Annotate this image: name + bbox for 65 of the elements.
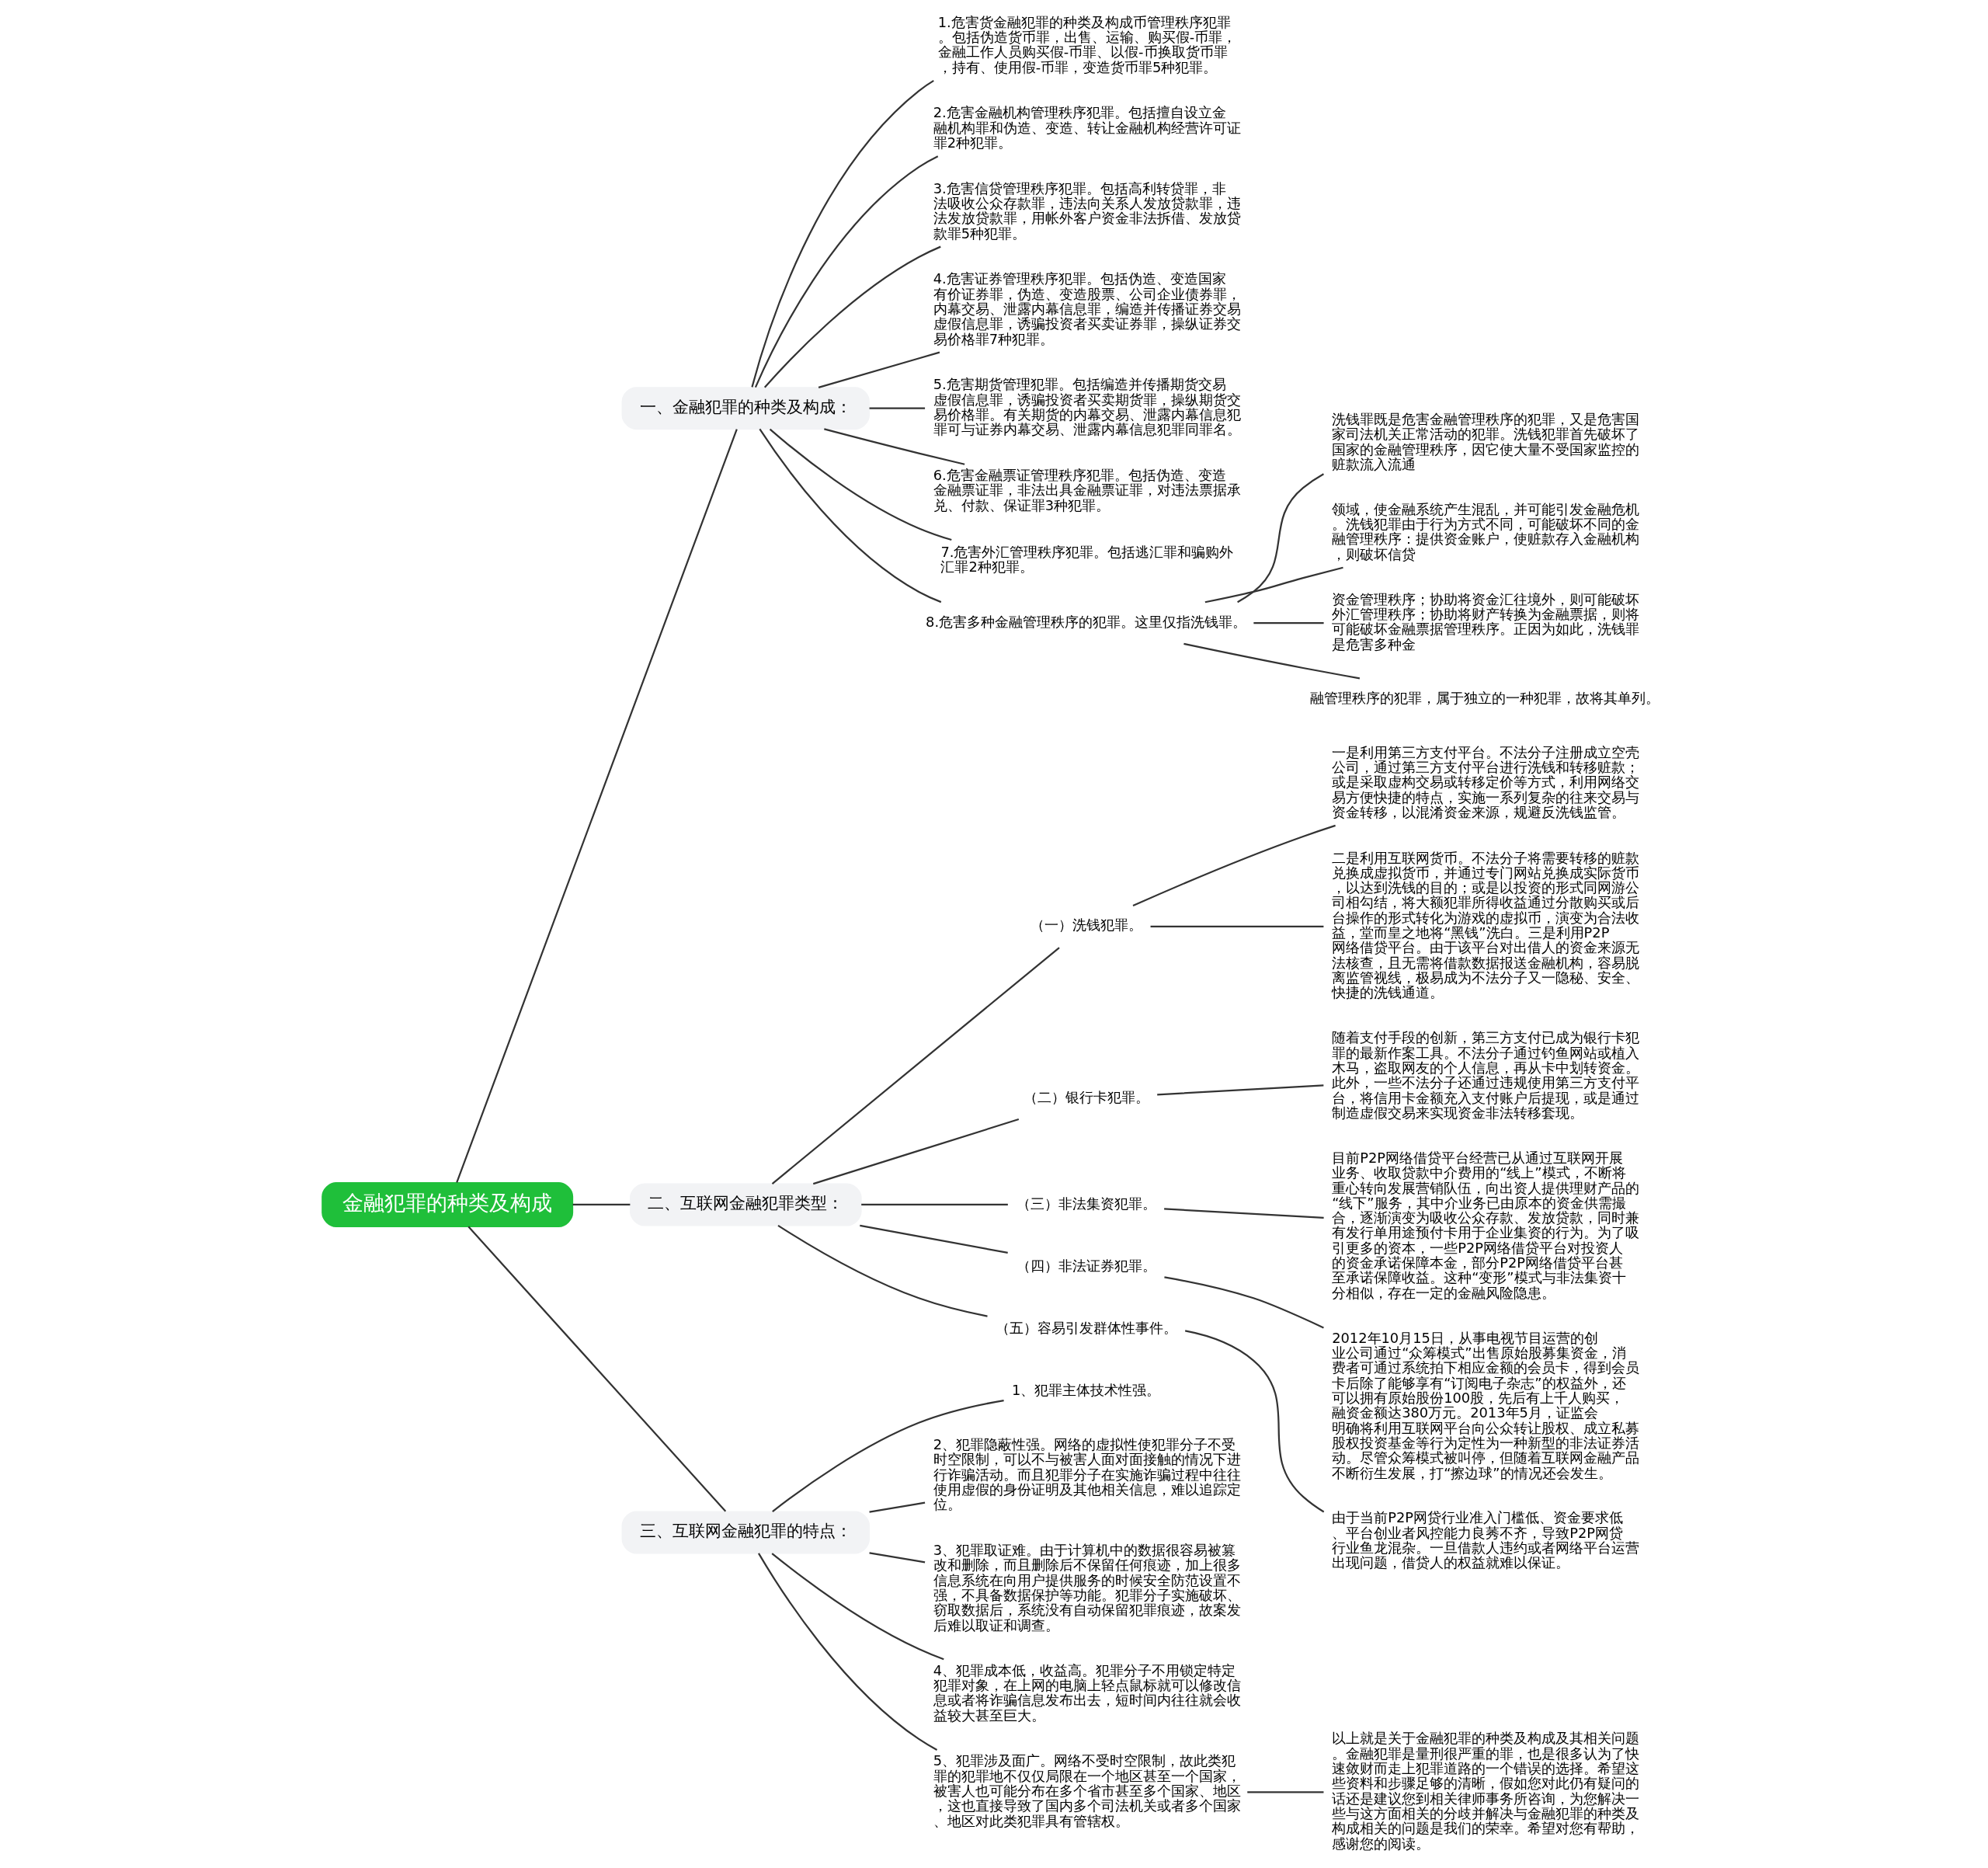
connector — [859, 1224, 1008, 1254]
node-text: 融管理秩序的犯罪，属于独立的一种犯罪，故将其单列。 — [1309, 689, 1660, 706]
connector — [763, 245, 941, 388]
connector — [771, 1553, 944, 1661]
connector — [818, 351, 940, 388]
node-text: 以上就是关于金融犯罪的种类及构成及其相关问题。金融犯罪是量刑很严重的罪，也是很多认为了快速敛财而走上犯罪道路的一个错误的选择。希望这些资料和步骤足够的清晰，假如您对此仍有疑问的话还是建议您到相关律师事务所咨询，为您解决一些与这方面相关的分歧并解决与金融犯罪的种类及构成相关的问题是我们的荣幸。希望对您有帮助，感谢您的阅读。 — [1331, 1730, 1639, 1852]
connector — [1253, 621, 1324, 624]
node-text: 4.危害证券管理秩序犯罪。包括伪造、变造国家有价证券罪，伪造、变造股票、公司企业债券罪，内幕交易、泄露内幕信息罪，编造并传播证券交易虚假信息罪，诱骗投资者买卖证券罪，操纵证券交易价格罪7种犯罪。 — [933, 270, 1241, 347]
node-text: （三）非法集资犯罪。 — [1016, 1195, 1156, 1212]
connector — [769, 428, 952, 541]
node-text: 1.危害货金融犯罪的种类及构成币管理秩序犯罪。包括伪造货币罪，出售、运输、购买假-币罪，金融工作人员购买假-币罪、以假-币换取货币罪，持有、使用假-币罪，变造货币罪5种犯罪。 — [937, 13, 1236, 75]
node-box: 一、金融犯罪的种类及构成： — [621, 387, 870, 430]
node-text: （二）银行卡犯罪。 — [1023, 1088, 1149, 1105]
node-text: 1、犯罪主体技术性强。 — [1011, 1382, 1160, 1399]
connector — [750, 79, 934, 388]
node-text: 7.危害外汇管理秩序犯罪。包括逃汇罪和骗购外汇罪2种犯罪。 — [940, 543, 1233, 576]
node-text: 5.危害期货管理犯罪。包括编造并传播期货交易虚假信息罪，诱骗投资者买卖期货罪，操纵期货交易价格罪。有关期货的内幕交易、泄露内幕信息犯罪可与证券内幕交易、泄露内幕信息犯罪同罪名。 — [933, 376, 1241, 438]
connector — [1156, 1084, 1323, 1096]
node-box: 金融犯罪的种类及构成 — [321, 1181, 573, 1227]
connector — [1163, 1276, 1324, 1329]
connector — [771, 947, 1060, 1184]
node-text: 由于当前P2P网贷行业准入门槛低、资金要求低、平台创业者风控能力良莠不齐，导致P2P网贷行业鱼龙混杂。一旦借款人违约或者网络平台运营出现问题，借贷人的权益就难以保证。 — [1331, 1509, 1639, 1571]
connector — [1246, 1791, 1323, 1793]
connector — [1183, 642, 1360, 680]
connector — [869, 407, 925, 409]
node-text: 5、犯罪涉及面广。网络不受时空限制，故此类犯罪的犯罪地不仅仅局限在一个地区甚至一个国家，被害人也可能分布在多个省市甚至多个国家、地区，这也直接导致了国内多个司法机关或者多个国家、地区对此类犯罪具有管辖权。 — [933, 1752, 1241, 1829]
node-text: （一）洗钱犯罪。 — [1030, 917, 1142, 934]
connector — [1236, 473, 1324, 604]
node-text: 随着支付手段的创新，第三方支付已成为银行卡犯罪的最新作案工具。不法分子通过钓鱼网站或植入木马，盗取网友的个人信息，再从卡中划转资金。此外，一些不法分子还通过违规使用第三方支付平台，将信用卡金额充入支付账户后提现，或是通过制造虚假交易来实现资金非法转移套现。 — [1331, 1029, 1639, 1121]
connector — [771, 1400, 1004, 1512]
connector — [758, 428, 941, 604]
connector — [455, 429, 738, 1183]
connector — [754, 155, 938, 388]
node-text: 领域，使金融系统产生混乱，并可能引发金融危机。洗钱犯罪由于行为方式不同，可能破坏不同的金融管理秩序：提供资金账户，使赃款存入金融机构，则破坏信贷 — [1331, 500, 1639, 562]
node-text: 洗钱罪既是危害金融管理秩序的犯罪，又是危害国家司法机关正常活动的犯罪。洗钱犯罪首先破坏了国家的金融管理秩序，因它使大量不受国家监控的赃款流入流通 — [1331, 410, 1639, 472]
node-box: 三、互联网金融犯罪的特点： — [621, 1511, 870, 1554]
node-text: 2、犯罪隐蔽性强。网络的虚拟性使犯罪分子不受时空限制，可以不与被害人面对面接触的情况下进行诈骗活动。而且犯罪分子在实施诈骗过程中往往使用虚假的身份证明及其他相关信息，难以追踪定位。 — [933, 1436, 1241, 1513]
connector — [757, 1553, 937, 1751]
connector — [1150, 925, 1323, 927]
connector — [1132, 824, 1336, 907]
node-text: 目前P2P网络借贷平台经营已从通过互联网开展业务、收取贷款中介费用的“线上”模式，不断将重心转向发展营销队伍，向出资人提供理财产品的“线下”服务，其中介业务已由原本的资金供需撮合，逐渐演变为吸收公众存款、发放贷款，同时兼有发行单用途预付卡用于企业集资的行为。为了吸引更多的资本，一些P2P网络借贷平台对投资人的资金承诺保障本金，部分P2P网络借贷平台甚至承诺保障收益。这种“变形”模式与非法集资十分相似，存在一定的金融风险隐患。 — [1331, 1149, 1639, 1301]
node-text: 2.危害金融机构管理秩序犯罪。包括擅自设立金融机构罪和伪造、变造、转让金融机构经营许可证罪2种犯罪。 — [933, 104, 1241, 151]
connector — [467, 1226, 726, 1512]
node-text: 资金管理秩序；协助将资金汇往境外，则可能破坏外汇管理秩序；协助将财产转换为金融票据，则将可能破坏金融票据管理秩序。正因为如此，洗钱罪是危害多种金 — [1331, 590, 1639, 652]
connector — [1184, 1330, 1324, 1513]
connector — [868, 1552, 925, 1564]
node-box: 二、互联网金融犯罪类型： — [629, 1183, 862, 1226]
connector — [572, 1203, 630, 1206]
connector — [823, 428, 964, 465]
node-text: 3、犯罪取证难。由于计算机中的数据很容易被篡改和删除，而且删除后不保留任何痕迹，加上很多信息系统在向用户提供服务的时候安全防范设置不强，不具备数据保护等功能。犯罪分子实施破坏、窃取数据后，系统没有自动保留犯罪痕迹，故案发后难以取证和调查。 — [933, 1542, 1241, 1633]
node-text: 3.危害信贷管理秩序犯罪。包括高利转贷罪，非法吸收公众存款罪，违法向关系人发放贷款罪，违法发放贷款罪，用帐外客户资金非法拆借、发放贷款罪5种犯罪。 — [933, 179, 1241, 242]
node-text: 4、犯罪成本低，收益高。犯罪分子不用锁定特定犯罪对象，在上网的电脑上轻点鼠标就可以修改信息或者将诈骗信息发布出去，短时间内往往就会收益较大甚至巨大。 — [933, 1661, 1241, 1724]
connector — [812, 1118, 1019, 1185]
node-text: （四）非法证券犯罪。 — [1016, 1257, 1156, 1274]
connector — [1204, 566, 1343, 604]
node-text: 6.危害金融票证管理秩序犯罪。包括伪造、变造金融票证罪，非法出具金融票证罪，对违法票据承兑、付款、保证罪3种犯罪。 — [933, 466, 1241, 513]
node-text: （五）容易引发群体性事件。 — [995, 1320, 1177, 1337]
node-text: 2012年10月15日，从事电视节目运营的创业公司通过“众筹模式”出售原始股募集资金，消费者可通过系统拍下相应金额的会员卡，得到会员卡后除了能够享有“订阅电子杂志”的权益外，还可以拥有原始股份100股，先后有上千人购买，融资金额达380万元。2013年5月，证监会明确将利用互联网平台向公众转让股权、成立私募股权投资基金等行为定性为一种新型的非法证券活动。尽管众筹模式被叫停，但随着互联网金融产品不断衍生发展，打“擦边球”的情况还会发生。 — [1331, 1329, 1639, 1481]
node-text: 二是利用互联网货币。不法分子将需要转移的赃款兑换成虚拟货币，并通过专门网站兑换成实际货币，以达到洗钱的目的；或是以投资的形式同网游公司相勾结，将大额犯罪所得收益通过分散购买或后台操作的形式转化为游戏的虚拟币，演变为合法收益，堂而皇之地将“黑钱”洗白。三是利用P2P网络借贷平台。由于该平台对出借人的资金来源无法核查，且无需将借款数据报送金融机构，容易脱离监管视线，极易成为不法分子又一隐秘、安全、快捷的洗钱通道。 — [1331, 849, 1639, 1001]
node-text: 8.危害多种金融管理秩序的犯罪。这里仅指洗钱罪。 — [925, 613, 1246, 630]
connector — [868, 1501, 925, 1513]
connector — [860, 1203, 1008, 1206]
connector — [1163, 1208, 1324, 1219]
node-text: 一是利用第三方支付平台。不法分子注册成立空壳公司，通过第三方支付平台进行洗钱和转移赃款；或是采取虚构交易或转移定价等方式，利用网络交易方便快捷的特点，实施一系列复杂的往来交易与资金转移，以混淆资金来源，规避反洗钱监管。 — [1331, 743, 1639, 820]
connector — [777, 1224, 988, 1317]
